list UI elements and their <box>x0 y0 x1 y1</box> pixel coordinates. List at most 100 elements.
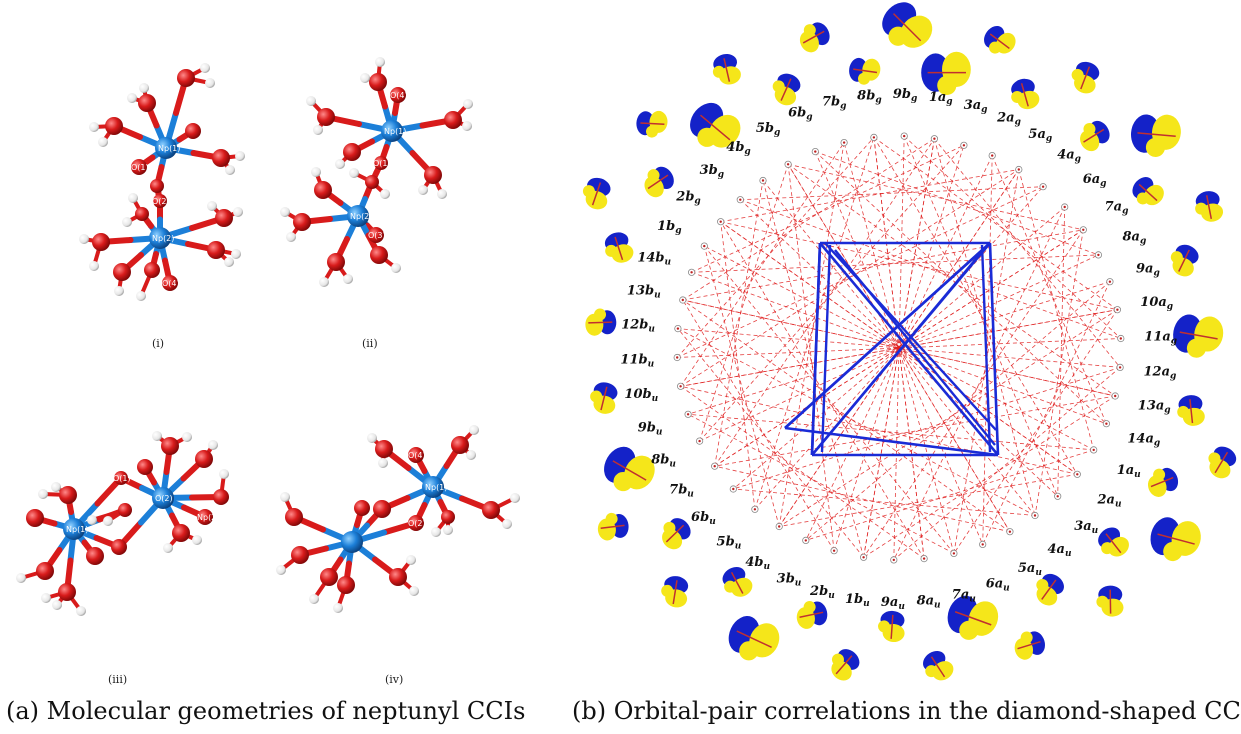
orbital-label-subscript: g <box>875 96 881 106</box>
positive-lobe <box>605 244 618 257</box>
orbital-label: 9bg <box>893 87 917 104</box>
hydrogen-atom <box>205 78 215 88</box>
positive-lobe <box>831 660 852 681</box>
neptunium-atom <box>149 227 171 249</box>
weak-correlation-line <box>699 145 965 442</box>
strong-correlation-lines <box>784 241 1000 457</box>
oxygen-atom <box>177 69 195 87</box>
orbital-node-dot <box>1041 185 1045 188</box>
orbital-label: 8au <box>917 594 941 611</box>
orbital-isosurface <box>1071 61 1100 94</box>
orbital-label-main: 3a <box>964 98 981 113</box>
weak-correlation-line <box>676 137 875 358</box>
orbital-label-main: 9b <box>638 421 656 436</box>
positive-lobe <box>831 653 844 666</box>
orbital-label-main: 5a <box>1028 127 1045 142</box>
positive-lobe <box>1101 542 1114 555</box>
weak-correlation-line <box>762 180 864 558</box>
weak-correlation-line <box>893 367 1121 561</box>
orbital-label-subscript: g <box>1167 302 1173 312</box>
orbital-label: 8bu <box>651 453 676 470</box>
weak-correlation-line <box>682 299 1116 397</box>
axis-bond <box>1179 331 1218 340</box>
hydrogen-atom <box>367 433 377 443</box>
axis-bond <box>1189 399 1194 424</box>
positive-lobe <box>1195 202 1208 215</box>
orbital-isosurface <box>597 512 629 541</box>
axis-bond <box>640 122 665 125</box>
oxygen-atom <box>293 213 311 231</box>
orbital-label-subscript: u <box>654 291 661 301</box>
weak-correlation-line <box>778 309 1118 527</box>
weak-correlation-line <box>754 186 1044 510</box>
oxygen-atom <box>207 241 225 259</box>
neptunium-atom <box>381 120 403 142</box>
axis-bond <box>614 236 624 261</box>
weak-correlation-line <box>733 488 1036 516</box>
orbital-node-dot <box>832 549 836 552</box>
orbital-label-subscript: g <box>1154 439 1160 449</box>
oxygen-atom <box>314 181 332 199</box>
strong-correlation-line <box>784 426 999 457</box>
molecule-ii: Np(1)Np(2)O(4)O(1)O(3) <box>280 57 473 287</box>
orbital-node-dot <box>991 154 994 157</box>
positive-lobe <box>582 185 595 198</box>
weak-correlation-line <box>787 163 1116 397</box>
axis-bond <box>1020 83 1029 107</box>
orbital-node-dot <box>679 385 682 388</box>
positive-lobe <box>712 65 725 78</box>
oxygen-atom <box>365 175 379 189</box>
orbital-isosurfaces <box>582 2 1237 681</box>
orbital-label-main: 9b <box>893 87 911 102</box>
weak-correlation-line <box>778 169 1020 527</box>
atom-label: Np(1) <box>158 144 180 153</box>
orbital-label: 2au <box>1096 492 1121 509</box>
weak-correlation-line <box>805 449 1094 541</box>
neptunium-atom <box>152 487 174 509</box>
weak-correlation-line <box>863 229 1084 558</box>
orbital-label: 5ag <box>1028 127 1052 144</box>
orbital-label: 3au <box>1074 519 1098 536</box>
hydrogen-atom <box>276 565 286 575</box>
orbital-label-subscript: u <box>1065 549 1072 559</box>
orbital-label-subscript: g <box>694 197 700 207</box>
orbital-label-main: 1a <box>929 90 946 105</box>
oxygen-atom <box>368 227 384 243</box>
orbital-label-subscript: u <box>863 599 870 609</box>
orbital-isosurface <box>947 595 999 640</box>
orbital-isosurface <box>661 576 689 608</box>
oxygen-atom <box>375 440 393 458</box>
axis-bond <box>723 58 731 82</box>
hydrogen-atom <box>192 535 202 545</box>
axis-bond <box>930 656 946 678</box>
hydrogen-atom <box>510 493 520 503</box>
orbital-label: 1au <box>1117 463 1141 480</box>
hydrogen-atom <box>343 274 353 284</box>
oxygen-atom <box>317 108 335 126</box>
hydrogen-atom <box>38 489 48 499</box>
orbital-label-subscript: u <box>828 591 835 601</box>
orbital-node-dot <box>1116 308 1119 311</box>
caption-b: (b) Orbital-pair correlations in the dia… <box>572 697 1241 725</box>
orbital-node-dot <box>761 179 765 182</box>
orbital-label-main: 14b <box>637 250 664 265</box>
weak-correlation-line <box>903 135 1122 339</box>
orbital-node-dot <box>933 137 936 140</box>
weak-correlation-line <box>762 180 1036 516</box>
orbital-node-dot <box>1017 168 1020 171</box>
weak-correlation-line <box>815 151 1099 256</box>
orbital-label: 8bg <box>857 89 881 106</box>
positive-lobe <box>937 75 957 95</box>
orbital-label: 3bu <box>777 572 802 589</box>
oxygen-atom <box>215 209 233 227</box>
atom-label: O(4) <box>408 451 426 460</box>
atom-label: O(2) <box>152 197 170 206</box>
oxygen-atom <box>373 500 391 518</box>
weak-correlation-line <box>677 328 1121 368</box>
orbital-node-dot <box>739 198 742 201</box>
orbital-isosurface <box>1208 446 1237 479</box>
hydrogen-atom <box>333 603 343 613</box>
hydrogen-atom <box>406 555 416 565</box>
oxygen-atom <box>197 509 213 525</box>
